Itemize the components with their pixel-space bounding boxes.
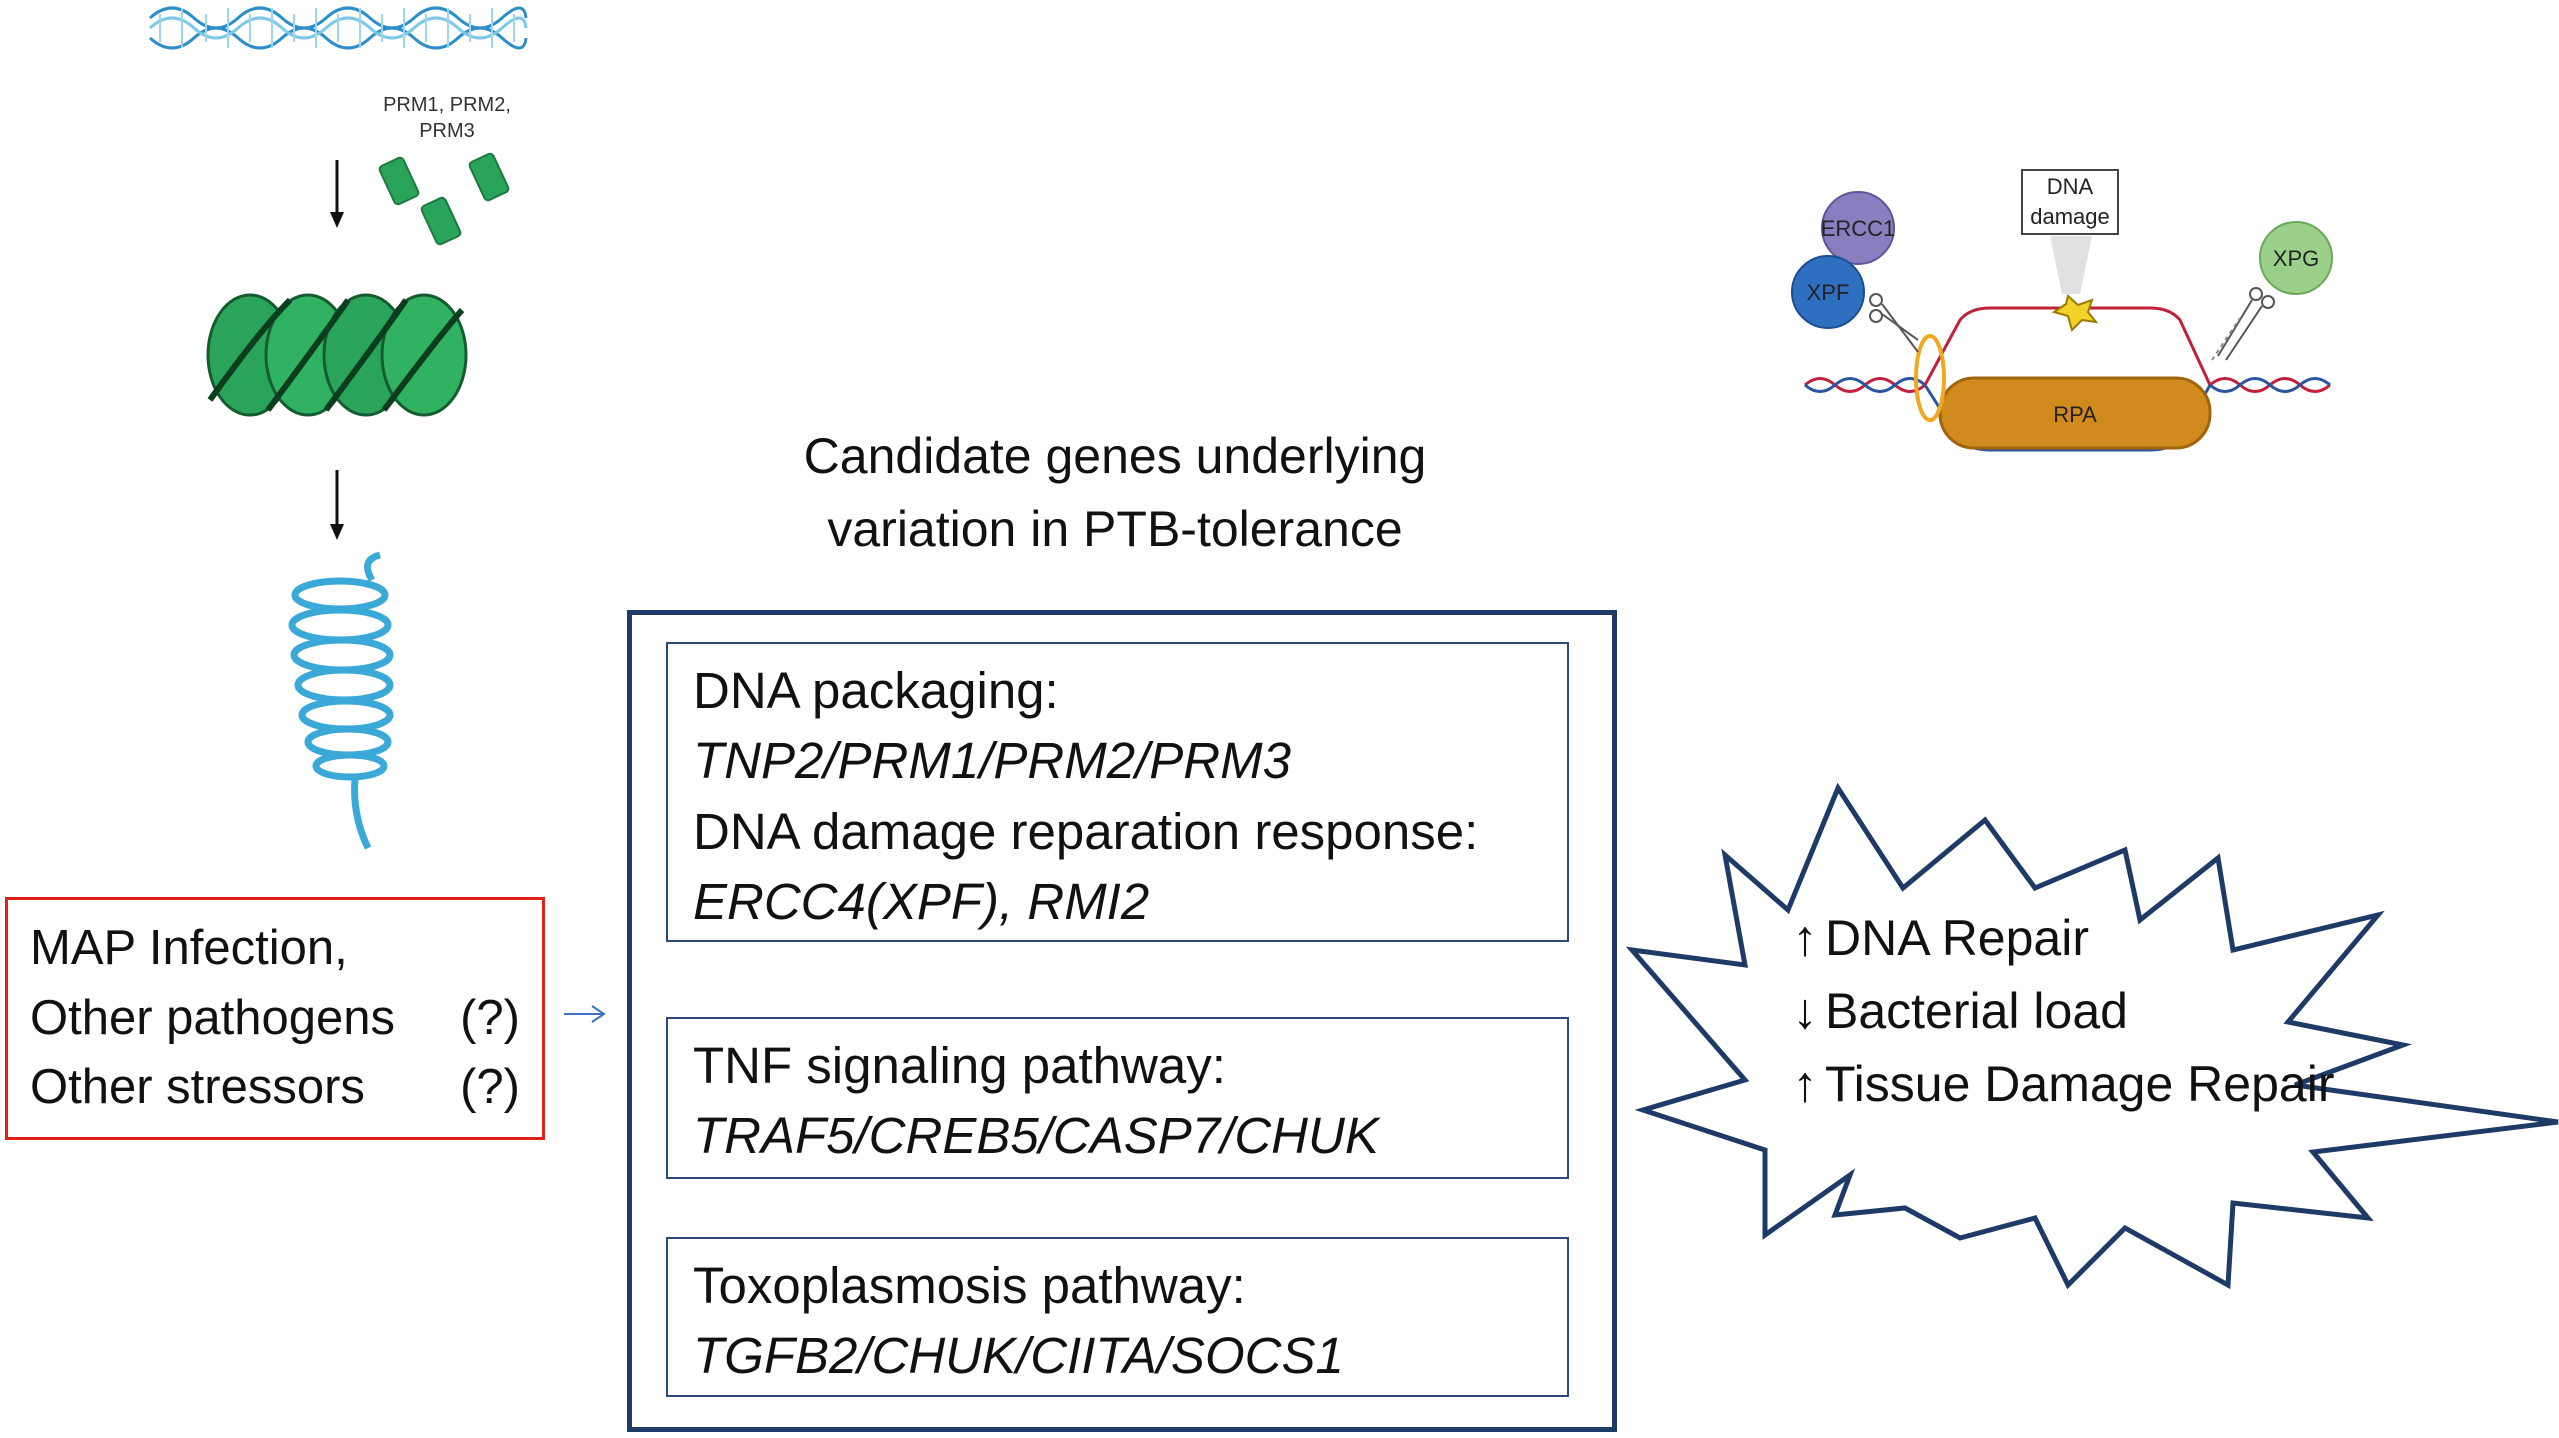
candidate-genes-box xyxy=(627,610,1617,1432)
up-arrow-icon: ↑ xyxy=(1792,1056,1818,1112)
compacted-chromatin-icon xyxy=(288,551,394,850)
xpg-label: XPG xyxy=(2273,246,2319,271)
scissors-icon xyxy=(2217,287,2275,361)
outcome-text: Tissue Damage Repair xyxy=(1825,1056,2335,1112)
arrow-down-icon xyxy=(330,470,344,540)
outcome-list: ↑ DNA Repair ↓ Bacterial load ↑ Tissue D… xyxy=(1785,902,2335,1121)
dna-helix-top xyxy=(148,6,528,50)
stressor-line-2: Other pathogens (?) xyxy=(30,984,520,1054)
nucleosome-array-icon xyxy=(206,293,468,417)
outcome-item: ↑ Tissue Damage Repair xyxy=(1785,1048,2335,1121)
tnf-signaling-genes: TRAF5/CREB5/CASP7/CHUK xyxy=(693,1107,1379,1165)
outcome-item: ↓ Bacterial load xyxy=(1785,975,2334,1048)
dna-packaging-genes: TNP2/PRM1/PRM2/PRM3 xyxy=(693,732,1291,790)
stressor-line-2-text: Other pathogens xyxy=(30,990,396,1045)
outcome-text: Bacterial load xyxy=(1825,983,2128,1039)
arrow-down-icon xyxy=(330,160,344,228)
stressor-line-2-mark: (?) xyxy=(460,990,520,1045)
title-line-2: variation in PTB-tolerance xyxy=(827,500,1403,557)
ercc1-label: ERCC1 xyxy=(1821,216,1896,241)
tnf-signaling-box: TNF signaling pathway: TRAF5/CREB5/CASP7… xyxy=(666,1017,1569,1179)
rpa-label: RPA xyxy=(2053,402,2097,427)
stressor-line-3: Other stressors (?) xyxy=(30,1053,520,1123)
dna-damage-response-genes: ERCC4(XPF), RMI2 xyxy=(693,873,1150,931)
toxoplasmosis-label: Toxoplasmosis pathway: xyxy=(693,1257,1246,1314)
stressor-line-3-text: Other stressors xyxy=(30,1060,365,1115)
stressor-line-1: MAP Infection, xyxy=(30,921,348,975)
dna-packaging-label: DNA packaging: xyxy=(693,662,1059,719)
outcome-item: ↑ DNA Repair xyxy=(1785,902,2334,975)
dna-damage-label-line2: damage xyxy=(2030,204,2110,229)
page-title: Candidate genes underlying variation in … xyxy=(700,420,1530,565)
protamine-icon xyxy=(378,152,510,246)
up-arrow-icon: ↑ xyxy=(1792,910,1818,966)
stressor-line-3-mark: (?) xyxy=(460,1060,520,1115)
dna-damage-label-line1: DNA xyxy=(2047,174,2094,199)
toxoplasmosis-genes: TGFB2/CHUK/CIITA/SOCS1 xyxy=(693,1327,1344,1385)
dna-packaging-box: DNA packaging: TNP2/PRM1/PRM2/PRM3 DNA d… xyxy=(666,642,1569,942)
toxoplasmosis-box: Toxoplasmosis pathway: TGFB2/CHUK/CIITA/… xyxy=(666,1237,1569,1397)
stressors-box: MAP Infection, Other pathogens (?) Other… xyxy=(5,897,545,1140)
outcome-starburst xyxy=(1625,782,2559,1290)
dna-damage-response-label: DNA damage reparation response: xyxy=(693,802,1479,860)
protamine-label: PRM1, PRM2, PRM3 xyxy=(383,94,511,142)
outcome-text: DNA Repair xyxy=(1825,910,2089,966)
dna-repair-illustration: RPA DNA damage ERCC1 XPF XPG xyxy=(1791,169,2333,452)
connector-arrow-icon xyxy=(564,1005,606,1023)
down-arrow-icon: ↓ xyxy=(1792,983,1818,1039)
title-line-1: Candidate genes underlying xyxy=(803,428,1427,484)
scissors-icon xyxy=(1869,293,1919,353)
tnf-signaling-label: TNF signaling pathway: xyxy=(693,1037,1226,1094)
xpf-label: XPF xyxy=(1807,280,1850,305)
